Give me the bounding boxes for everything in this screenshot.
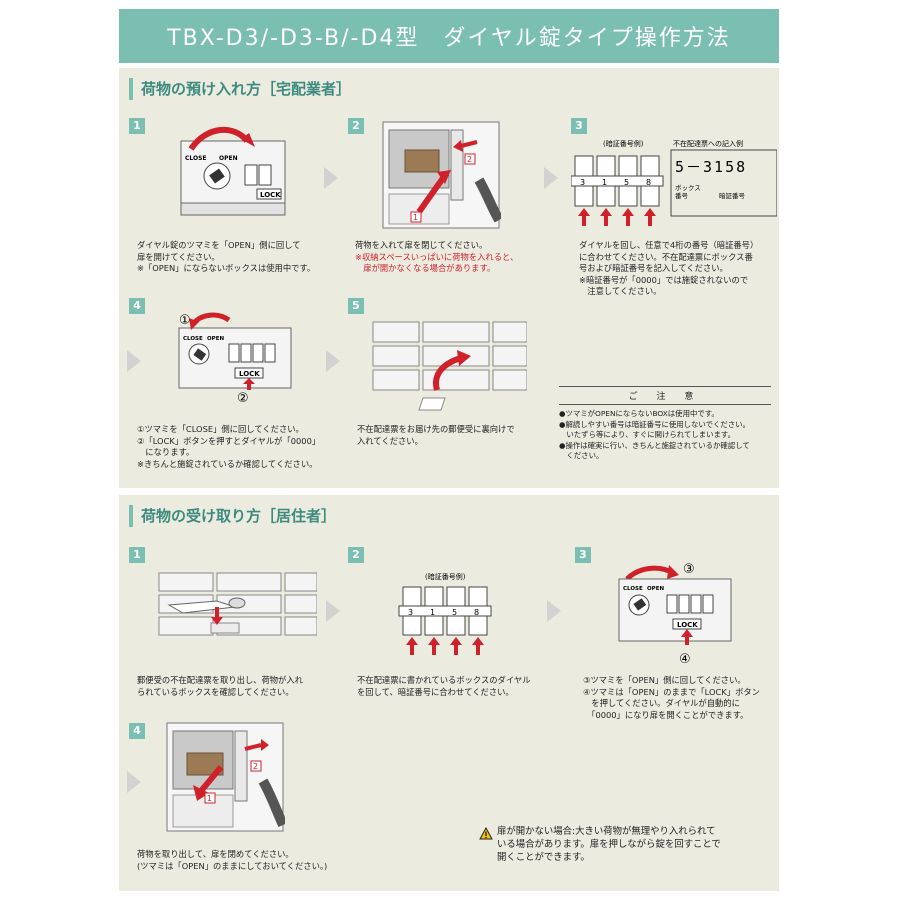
box-retrieve-illustration: 1 2 xyxy=(166,722,285,832)
step-number: 1 xyxy=(129,118,145,134)
section-deposit: 荷物の預け入れ方［宅配業者］ 1 CLOSE OPEN LOCK ダイヤル錠のツ… xyxy=(119,68,779,488)
dial-lock-open-illustration: ③ CLOSE OPEN LOCK ④ xyxy=(618,562,732,667)
step-number: 3 xyxy=(575,547,591,563)
next-arrow-icon xyxy=(326,350,340,372)
code-example-illustration: (暗証番号例) 3 1 5 8 不在配達票への記入例 5－3158 ボックス 番… xyxy=(571,139,777,226)
mailbox-slip-illustration xyxy=(372,321,527,411)
arrow-label-2: 2 xyxy=(253,762,258,771)
code-dial-illustration: (暗証番号例) 3 1 5 8 xyxy=(398,572,492,655)
marker-4: ④ xyxy=(679,652,691,667)
step2-caption: 荷物を入れて扉を閉じてください。 ※収納スペースいっぱいに荷物を入れると、 扉が… xyxy=(355,240,519,273)
step-number: 4 xyxy=(129,723,145,739)
dial-digit: 1 xyxy=(602,178,607,187)
lock-label: LOCK xyxy=(677,621,698,629)
step-number: 2 xyxy=(348,547,364,563)
arrow-label-1: 1 xyxy=(413,213,418,222)
dial-digit: 1 xyxy=(430,608,435,617)
step-number: 4 xyxy=(129,298,145,314)
code-label: 暗証番号 xyxy=(719,191,746,200)
step1-caption: ダイヤル錠のツマミを「OPEN」側に回して 扉を開けてください。 ※「OPEN」… xyxy=(137,240,316,273)
code-example-label: (暗証番号例) xyxy=(603,139,644,148)
dial-digit: 8 xyxy=(646,178,651,187)
dial-lock-illustration: CLOSE OPEN LOCK xyxy=(180,126,286,216)
lock-label: LOCK xyxy=(239,370,260,378)
next-arrow-icon xyxy=(544,167,558,189)
marker-2: ② xyxy=(237,391,249,403)
section-heading: 荷物の預け入れ方［宅配業者］ xyxy=(129,78,351,100)
next-arrow-icon xyxy=(127,350,141,372)
close-label: CLOSE xyxy=(623,586,643,592)
caution-title: ご 注 意 xyxy=(559,386,771,405)
next-arrow-icon xyxy=(127,771,141,793)
marker-3: ③ xyxy=(683,562,695,577)
code-example-label: (暗証番号例) xyxy=(425,572,466,581)
close-label: CLOSE xyxy=(183,336,203,342)
box-number-label: ボックス xyxy=(675,184,701,192)
section-receive: 荷物の受け取り方［居住者］ 1 郵便受の不在配達票を取り出し、荷物が入れ られて… xyxy=(119,495,779,891)
dial-digit: 5 xyxy=(452,608,457,617)
open-label: OPEN xyxy=(207,336,224,342)
step3-caption: ダイヤルを回し、任意で4桁の番号（暗証番号） に合わせてください。不在配達票にボ… xyxy=(579,240,759,296)
slip-title: 不在配達票への記入例 xyxy=(673,139,743,148)
section-heading: 荷物の受け取り方［居住者］ xyxy=(129,505,336,527)
caution-box: ご 注 意 ●ツマミがOPENにならないBOXは使用中です。 ●解読しやすい番号… xyxy=(559,386,771,462)
arrow-label-2: 2 xyxy=(467,155,472,164)
dial-lock-close-illustration: ① CLOSE OPEN LOCK ② xyxy=(178,312,292,403)
caution-text: ●ツマミがOPENにならないBOXは使用中です。 ●解読しやすい番号は暗証番号に… xyxy=(559,409,750,461)
warning-icon xyxy=(479,827,493,840)
mailbox-retrieve-illustration xyxy=(158,572,317,636)
step-number: 3 xyxy=(571,118,587,134)
box-number-label: 番号 xyxy=(675,192,689,200)
open-label: OPEN xyxy=(219,155,238,162)
r-step2-caption: 不在配達票に書かれているボックスのダイヤル を回して、暗証番号に合わせてください… xyxy=(357,675,531,697)
dial-digit: 8 xyxy=(474,608,479,617)
close-label: CLOSE xyxy=(185,155,207,162)
dial-digit: 3 xyxy=(580,178,585,187)
next-arrow-icon xyxy=(547,600,561,622)
lock-label: LOCK xyxy=(260,191,281,199)
r-step3-caption: ③ツマミを「OPEN」側に回してください。 ④ツマミは「OPEN」のままで「LO… xyxy=(583,675,760,720)
step-number: 5 xyxy=(348,298,364,314)
arrow-label-1: 1 xyxy=(207,794,212,803)
next-arrow-icon xyxy=(324,167,338,189)
step5-caption: 不在配達票をお届け先の郵便受に裏向けで 入れてください。 xyxy=(357,424,515,446)
page-title: TBX-D3/-D3-B/-D4型 ダイヤル錠タイプ操作方法 xyxy=(119,9,779,63)
r-step1-caption: 郵便受の不在配達票を取り出し、荷物が入れ られているボックスを確認してください。 xyxy=(137,675,303,697)
slip-value: 5－3158 xyxy=(675,158,747,176)
step-number: 2 xyxy=(348,118,364,134)
dial-digit: 3 xyxy=(408,608,413,617)
next-arrow-icon xyxy=(326,600,340,622)
warning-note: 扉が開かない場合:大きい荷物が無理やり入れられて いる場合があります。扉を押しな… xyxy=(479,825,721,864)
r-step4-caption: 荷物を取り出して、扉を閉めてください。 (ツマミは「OPEN」のままにしておいて… xyxy=(137,849,328,871)
box-insert-illustration: 1 2 xyxy=(382,121,501,229)
open-label: OPEN xyxy=(647,586,664,592)
step-number: 1 xyxy=(129,547,145,563)
step4-caption: ①ツマミを「CLOSE」側に回してください。 ②「LOCK」ボタンを押すとダイヤ… xyxy=(137,424,321,469)
dial-digit: 5 xyxy=(624,178,629,187)
marker-1: ① xyxy=(179,313,191,328)
